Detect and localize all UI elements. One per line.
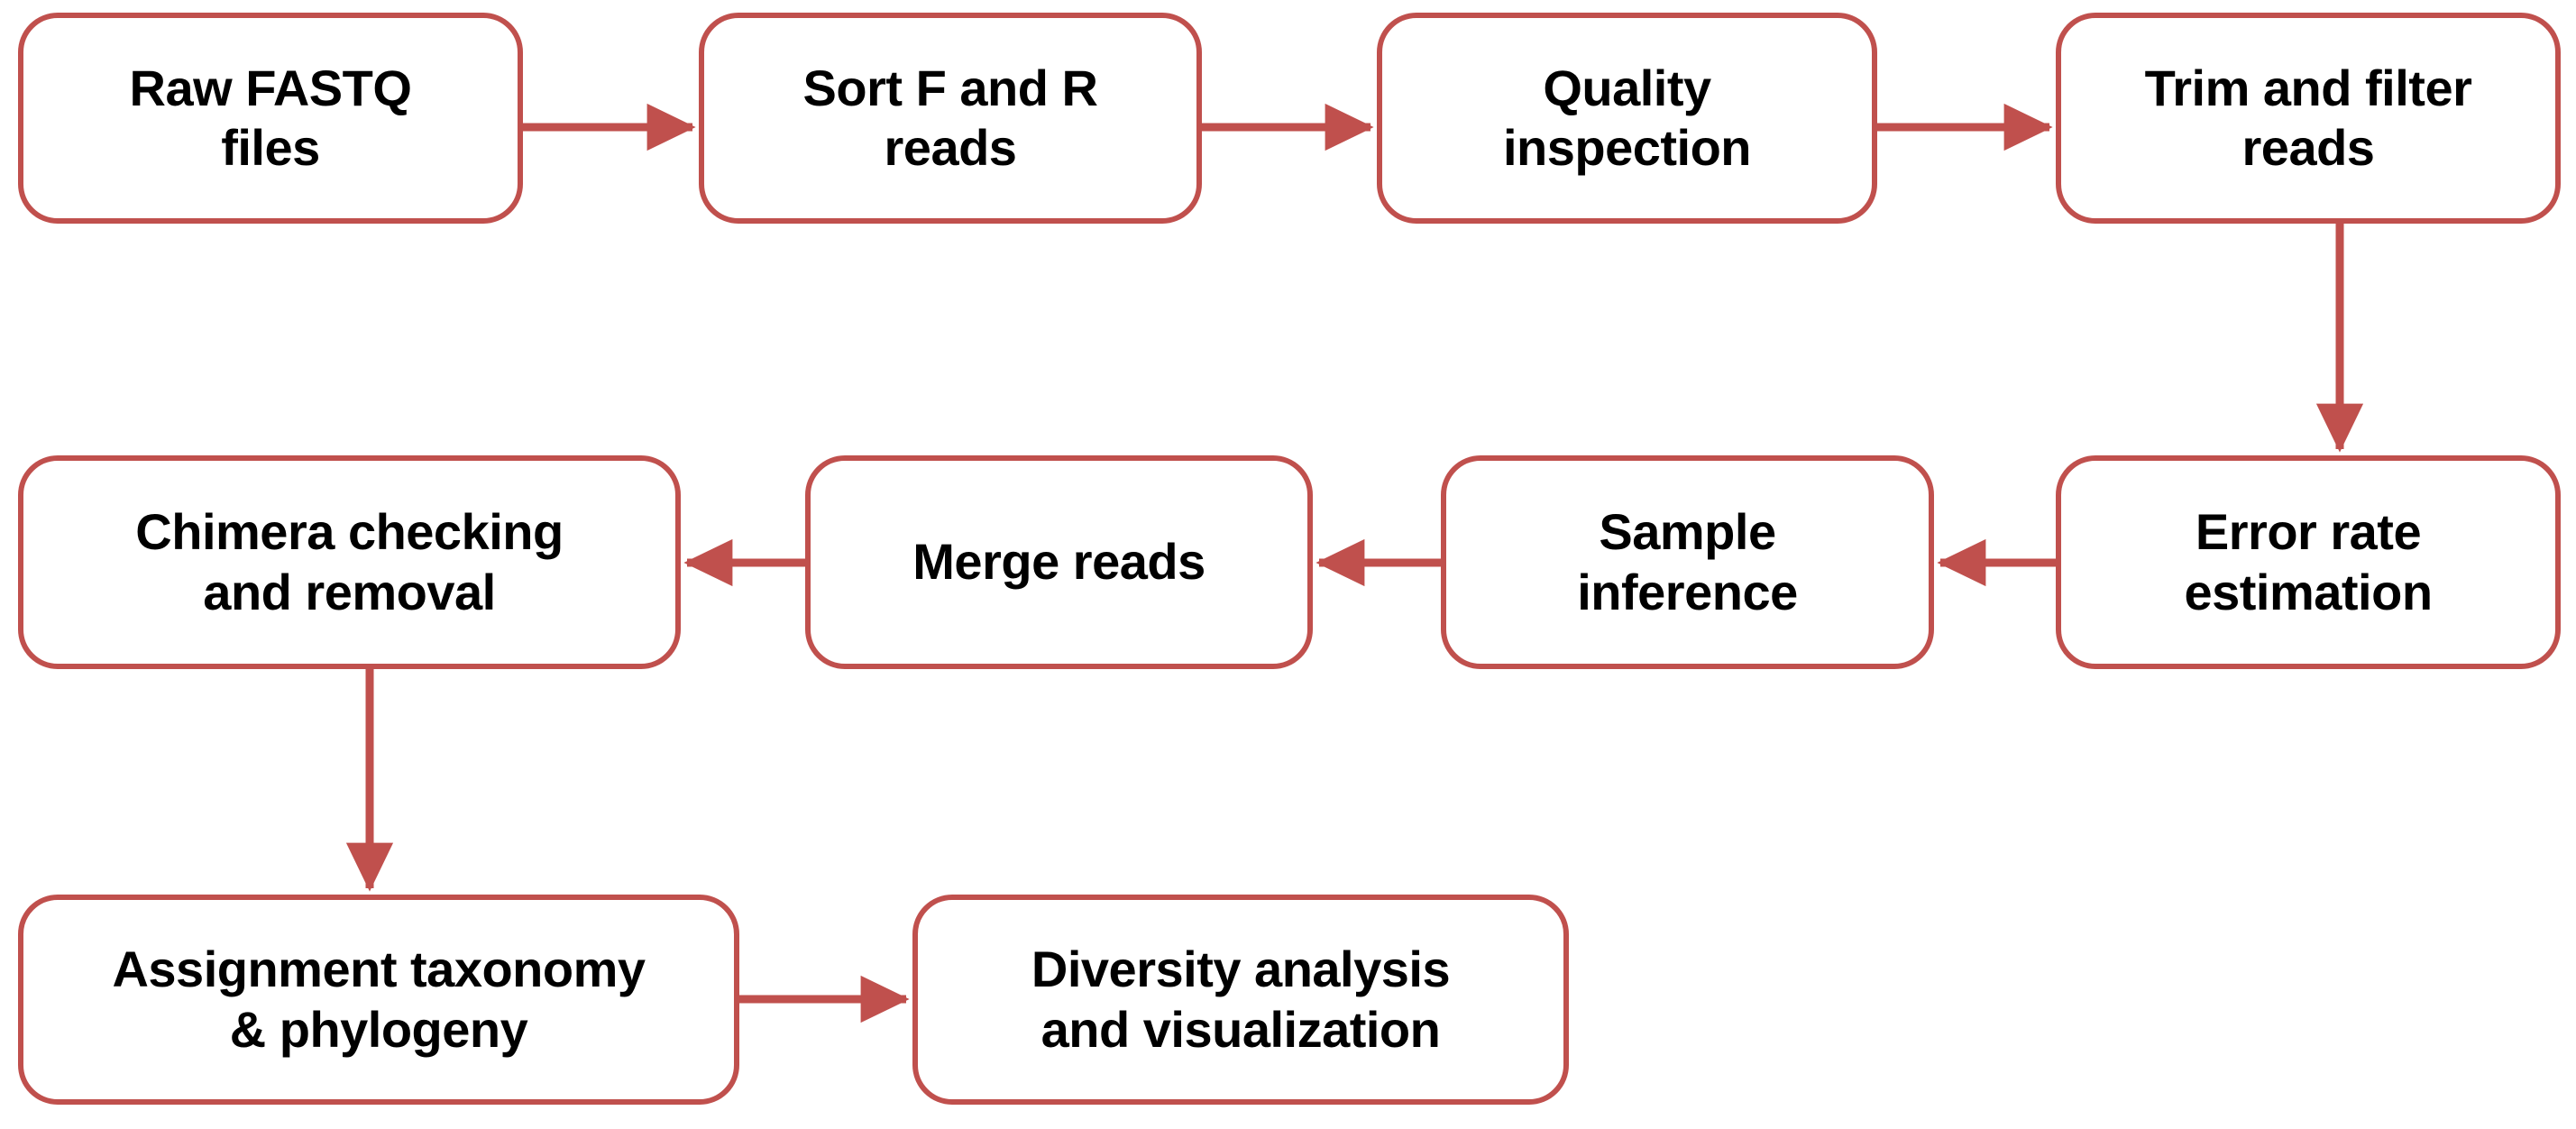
node-sort-f-and-r-reads[interactable]: Sort F and R reads	[699, 13, 1202, 224]
node-label: Sample inference	[1577, 503, 1798, 620]
node-error-rate-estimation[interactable]: Error rate estimation	[2056, 455, 2561, 669]
node-label: Merge reads	[912, 533, 1205, 591]
node-sample-inference[interactable]: Sample inference	[1441, 455, 1934, 669]
node-diversity-analysis-and-visualization[interactable]: Diversity analysis and visualization	[912, 895, 1569, 1105]
node-label: Raw FASTQ files	[129, 59, 412, 176]
node-chimera-checking-and-removal[interactable]: Chimera checking and removal	[18, 455, 681, 669]
node-label: Assignment taxonomy & phylogeny	[112, 941, 646, 1058]
node-merge-reads[interactable]: Merge reads	[805, 455, 1313, 669]
node-quality-inspection[interactable]: Quality inspection	[1377, 13, 1877, 224]
node-trim-and-filter-reads[interactable]: Trim and filter reads	[2056, 13, 2561, 224]
node-label: Chimera checking and removal	[135, 503, 564, 620]
node-label: Error rate estimation	[2184, 503, 2433, 620]
node-label: Sort F and R reads	[802, 59, 1098, 176]
node-raw-fastq-files[interactable]: Raw FASTQ files	[18, 13, 523, 224]
node-label: Quality inspection	[1502, 59, 1752, 176]
node-label: Trim and filter reads	[2144, 59, 2472, 176]
node-assignment-taxonomy-and-phylogeny[interactable]: Assignment taxonomy & phylogeny	[18, 895, 739, 1105]
node-label: Diversity analysis and visualization	[1031, 941, 1451, 1058]
